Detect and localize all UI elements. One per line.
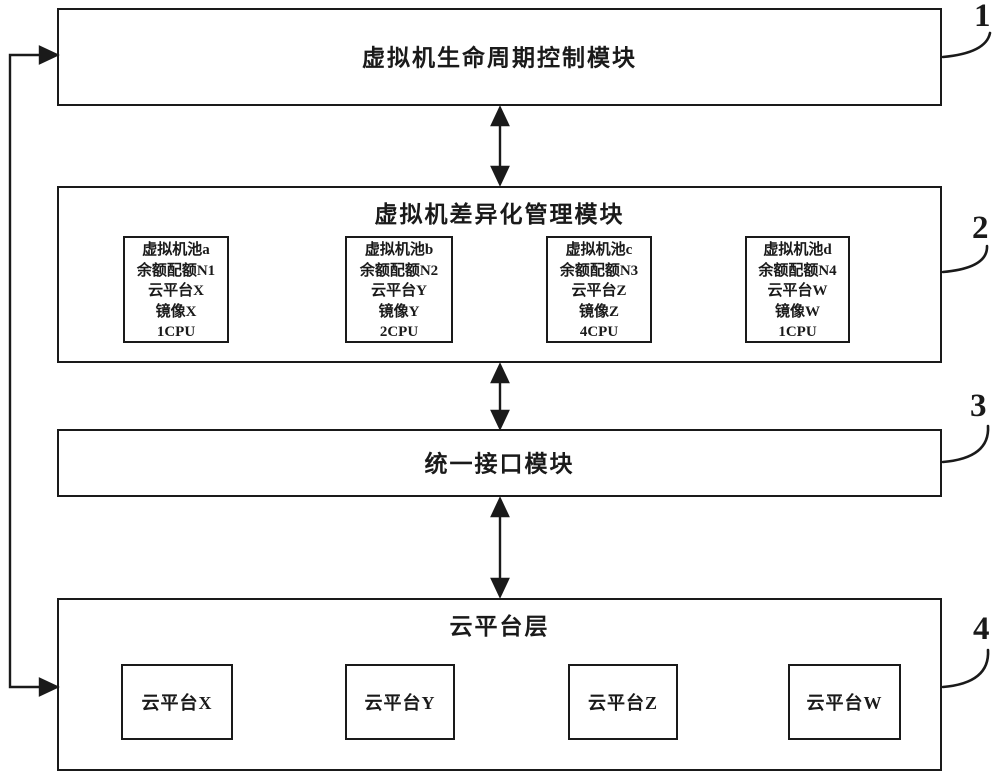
vm-pool-c-cpu: 4CPU: [579, 324, 619, 340]
module-cloud-platform-layer-title: 云平台层: [449, 614, 550, 639]
cloud-platform-w-label: 云平台W: [806, 693, 883, 713]
vm-pool-b-platform: 云平台Y: [371, 283, 427, 299]
vm-pool-b-cpu: 2CPU: [379, 324, 419, 340]
ref-numeral-3: 3: [970, 388, 987, 424]
arrowhead-into-module4: [38, 677, 60, 697]
vm-pool-d-image: 镜像W: [774, 303, 820, 320]
vm-pool-a-box: 虚拟机池a 余额配额N1 云平台X 镜像X 1CPU: [123, 236, 229, 343]
cloud-platform-z-box: 云平台Z: [568, 664, 678, 740]
ref-numeral-1: 1: [974, 0, 991, 34]
vm-pool-a-image: 镜像X: [155, 303, 197, 320]
vm-pool-c-platform: 云平台Z: [571, 283, 627, 299]
module-unified-interface-title: 统一接口模块: [424, 451, 575, 477]
vm-pool-b-box: 虚拟机池b 余额配额N2 云平台Y 镜像Y 2CPU: [345, 236, 453, 343]
leader-line-1: [941, 31, 992, 59]
module-vm-differentiation-title: 虚拟机差异化管理模块: [374, 202, 625, 227]
vm-pool-a-name: 虚拟机池a: [142, 242, 210, 258]
vm-pool-d-cpu: 1CPU: [778, 324, 817, 340]
arrow-module1-module2: [490, 105, 510, 187]
module-vm-lifecycle-title: 虚拟机生命周期控制模块: [362, 45, 637, 71]
vm-pool-c-box: 虚拟机池c 余额配额N3 云平台Z 镜像Z 4CPU: [546, 236, 652, 343]
vm-pool-d-name: 虚拟机池d: [763, 242, 832, 258]
module-unified-interface-box: 统一接口模块: [57, 429, 942, 497]
cloud-platform-y-label: 云平台Y: [364, 693, 436, 713]
feedback-connector-line: [8, 45, 60, 697]
leader-line-2: [941, 244, 989, 274]
leader-line-3: [941, 424, 990, 464]
vm-pool-a-cpu: 1CPU: [156, 324, 196, 340]
vm-pool-a-quota: 余额配额N1: [136, 262, 216, 279]
cloud-platform-x-label: 云平台X: [141, 693, 213, 713]
vm-pool-b-image: 镜像Y: [378, 303, 420, 320]
vm-pool-b-quota: 余额配额N2: [359, 262, 439, 279]
ref-numeral-2: 2: [972, 210, 989, 246]
vm-pool-b-name: 虚拟机池b: [364, 242, 434, 258]
module-vm-lifecycle-box: 虚拟机生命周期控制模块: [57, 8, 942, 106]
cloud-platform-z-label: 云平台Z: [587, 693, 658, 713]
leader-line-4: [941, 648, 990, 689]
arrow-module2-module3: [490, 362, 510, 431]
cloud-platform-y-box: 云平台Y: [345, 664, 455, 740]
vm-pool-c-image: 镜像Z: [578, 303, 619, 320]
vm-pool-c-name: 虚拟机池c: [565, 242, 633, 258]
vm-pool-d-platform: 云平台W: [767, 283, 828, 299]
ref-numeral-4: 4: [973, 611, 990, 647]
vm-pool-d-quota: 余额配额N4: [758, 262, 837, 279]
vm-pool-d-box: 虚拟机池d 余额配额N4 云平台W 镜像W 1CPU: [745, 236, 850, 343]
vm-pool-c-quota: 余额配额N3: [559, 262, 639, 279]
cloud-platform-w-box: 云平台W: [788, 664, 901, 740]
vm-pool-a-platform: 云平台X: [148, 283, 204, 299]
ref-leader-lines: [941, 31, 992, 689]
arrow-module3-module4: [490, 496, 510, 599]
cloud-platform-x-box: 云平台X: [121, 664, 233, 740]
arrowhead-into-module1: [38, 45, 60, 65]
